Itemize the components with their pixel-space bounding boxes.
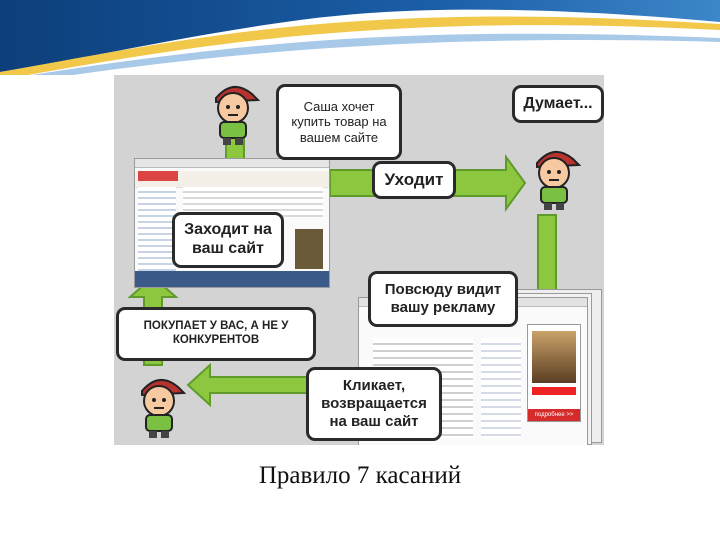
- step-clicks-box: Кликает, возвращается на ваш сайт: [306, 367, 442, 441]
- step-wants-text: Саша хочет купить товар на вашем сайте: [291, 99, 387, 145]
- step-visits-text: Заходит на ваш сайт: [184, 221, 272, 257]
- character-icon: [536, 151, 581, 210]
- step-wants-box: Саша хочет купить товар на вашем сайте: [276, 84, 402, 160]
- ad-banner[interactable]: подробнее >>: [527, 324, 581, 422]
- character-icon: [141, 379, 186, 438]
- diagram-panel: подробнее >> Саша хочет купить товар на …: [114, 75, 604, 445]
- step-thinks-box: Думает...: [512, 85, 604, 123]
- header-wave-decoration: [0, 0, 720, 75]
- step-sees-ads-box: Повсюду видит вашу рекламу: [368, 271, 518, 327]
- step-leaves-box: Уходит: [372, 161, 456, 199]
- step-buys-box: ПОКУПАЕТ У ВАС, А НЕ У КОНКУРЕНТОВ: [116, 307, 316, 361]
- character-icon: [215, 86, 260, 145]
- banner-more-button[interactable]: подробнее >>: [528, 409, 580, 421]
- step-sees-ads-text: Повсюду видит вашу рекламу: [384, 281, 502, 316]
- step-visits-box: Заходит на ваш сайт: [172, 212, 284, 268]
- step-clicks-text: Кликает, возвращается на ваш сайт: [321, 377, 427, 430]
- slide-caption: Правило 7 касаний: [258, 462, 462, 489]
- step-buys-text: ПОКУПАЕТ У ВАС, А НЕ У КОНКУРЕНТОВ: [143, 320, 289, 346]
- step-thinks-text: Думает...: [523, 94, 593, 112]
- step-leaves-text: Уходит: [384, 169, 444, 189]
